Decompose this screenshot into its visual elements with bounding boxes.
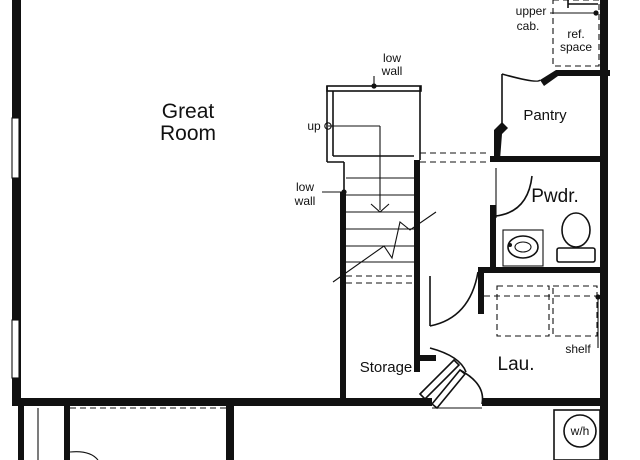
up-marker-icon — [324, 122, 332, 130]
lower-left-door-arc — [69, 451, 99, 460]
lower-mid-wall — [226, 398, 234, 460]
sink-counter — [502, 229, 544, 267]
water-heater-box — [553, 409, 601, 460]
water-heater-icon — [563, 414, 597, 448]
lower-door-arc — [459, 369, 484, 405]
laundry-label: Lau. — [498, 354, 535, 375]
stair-west-wall — [340, 192, 346, 400]
low-wall-top-label-line2: wall — [381, 64, 403, 78]
pantry-bottom-wall — [490, 156, 606, 162]
pantry-angled-wall — [494, 122, 508, 160]
west-wall — [12, 0, 21, 398]
sink-drain-icon — [514, 241, 532, 253]
toilet-tank-icon — [556, 247, 596, 263]
lower-left-wall — [18, 398, 24, 460]
powder-door-arc — [495, 175, 533, 217]
laundry-west-wall — [478, 270, 484, 314]
powder-west-wall — [490, 205, 496, 271]
dryer-outline — [552, 285, 598, 337]
lower-door-leaf — [430, 368, 467, 410]
storage-label: Storage — [360, 359, 413, 376]
bottom-wall-right — [482, 398, 606, 406]
washer-outline — [496, 285, 550, 337]
laundry-door-arc — [429, 271, 479, 327]
up-label: up — [307, 119, 321, 133]
pantry-door-arc — [501, 73, 541, 82]
sink-faucet-icon — [508, 243, 512, 247]
upper-cab-dot — [593, 10, 599, 16]
powder-label: Pwdr. — [531, 186, 579, 207]
great-room-label-line1: Great — [162, 100, 215, 123]
low-wall-side-dot — [341, 189, 347, 195]
pantry-label: Pantry — [523, 107, 567, 124]
storage-door-jamb — [414, 355, 436, 361]
ref-space-outline — [552, 0, 600, 67]
storage-door-arc — [429, 347, 467, 373]
powder-bottom-wall — [478, 267, 606, 273]
great-room-label-line2: Room — [160, 122, 216, 145]
sink-icon — [507, 235, 539, 259]
ref-space-label-line1: ref. — [567, 27, 584, 41]
shelf-label: shelf — [565, 342, 591, 356]
stair-break-line — [332, 211, 437, 283]
window-west-lower — [11, 319, 20, 379]
low-wall-side-label-line2: wall — [294, 194, 316, 208]
shelf-dot — [595, 294, 601, 300]
lower-col-left — [64, 404, 70, 460]
water-heater-label: w/h — [570, 424, 590, 438]
storage-door-leaf — [418, 358, 461, 401]
pantry-top-wall — [540, 70, 610, 86]
low-wall-side-label-line1: low — [296, 180, 314, 194]
ref-space-label-line2: space — [560, 40, 592, 54]
east-wall — [600, 0, 608, 460]
toilet-bowl-icon — [561, 212, 591, 248]
window-west-upper — [11, 117, 20, 179]
upper-cab-label-line2: cab. — [517, 19, 540, 33]
low-wall-top-label-line1: low — [383, 51, 401, 65]
upper-cab-label-line1: upper — [516, 4, 547, 18]
pantry-east-wall — [602, 68, 608, 162]
stair-arrow-head — [370, 203, 390, 213]
stair-east-wall — [414, 160, 420, 372]
low-wall-top-dot — [371, 83, 377, 89]
